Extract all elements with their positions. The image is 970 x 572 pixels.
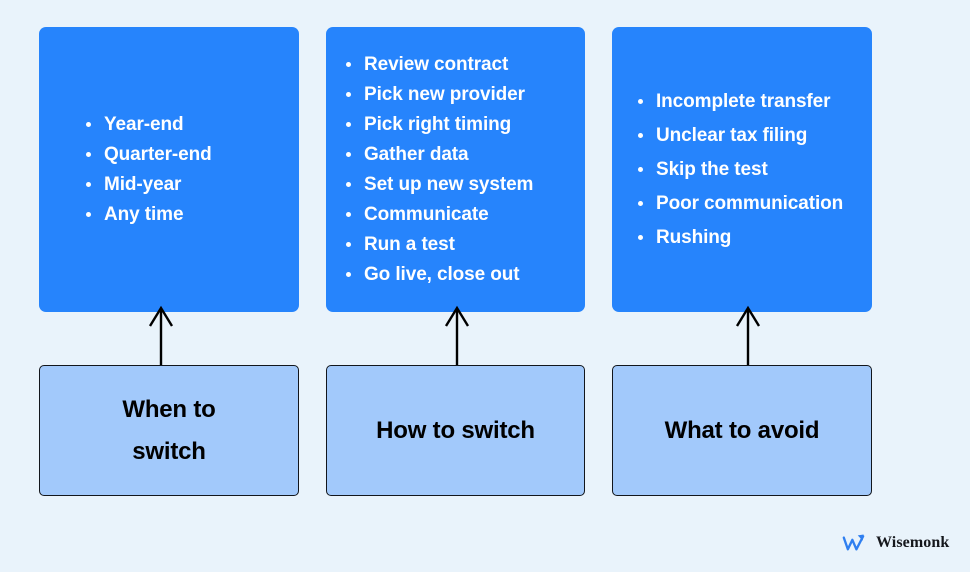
list-item: Set up new system [344,170,575,200]
detail-list: Incomplete transfer Unclear tax filing S… [612,85,872,255]
detail-list: Year-end Quarter-end Mid-year Any time [39,110,299,230]
list-item: Go live, close out [344,260,575,290]
category-label: When to switch [122,395,216,465]
list-item: Poor communication [636,187,866,221]
list-item: Skip the test [636,153,866,187]
category-box-how-to-switch: How to switch [326,365,585,496]
brand-logo: Wisemonk [842,531,949,555]
list-item: Pick right timing [344,110,575,140]
list-item: Communicate [344,200,575,230]
detail-card-what-to-avoid: Incomplete transfer Unclear tax filing S… [612,27,872,312]
list-item: Review contract [344,50,575,80]
list-item: Quarter-end [84,140,287,170]
category-label: How to switch [376,416,535,444]
brand-name: Wisemonk [876,534,950,551]
category-box-what-to-avoid: What to avoid [612,365,872,496]
category-box-when-to-switch: When to switch [39,365,299,496]
list-item: Incomplete transfer [636,85,866,119]
list-item: Pick new provider [344,80,575,110]
category-label: What to avoid [664,416,820,444]
list-item: Gather data [344,140,575,170]
detail-card-when-to-switch: Year-end Quarter-end Mid-year Any time [39,27,299,312]
list-item: Year-end [84,110,287,140]
list-item: Unclear tax filing [636,119,866,153]
detail-card-how-to-switch: Review contract Pick new provider Pick r… [326,27,585,312]
list-item: Mid-year [84,170,287,200]
list-item: Any time [84,200,287,230]
list-item: Run a test [344,230,575,260]
wisemonk-w-arrow-icon [842,534,865,551]
list-item: Rushing [636,221,866,255]
detail-list: Review contract Pick new provider Pick r… [326,50,585,290]
